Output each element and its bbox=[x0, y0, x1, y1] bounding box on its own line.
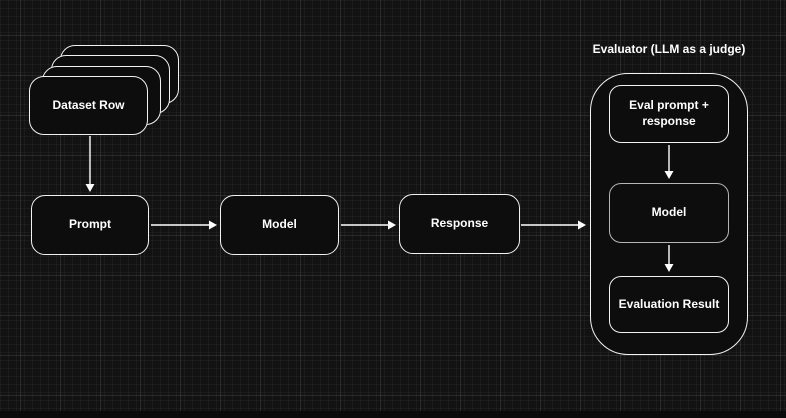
node-evaluator-model[interactable]: Model bbox=[609, 183, 729, 243]
node-evaluation-result-label: Evaluation Result bbox=[618, 296, 720, 311]
node-dataset-row-stack[interactable]: Dataset Row bbox=[29, 45, 180, 136]
node-prompt[interactable]: Prompt bbox=[31, 195, 149, 255]
node-dataset-row[interactable]: Dataset Row bbox=[29, 76, 148, 135]
canvas-bottom-edge bbox=[0, 411, 786, 418]
node-response-label: Response bbox=[430, 216, 489, 231]
node-model[interactable]: Model bbox=[220, 195, 339, 255]
node-prompt-label: Prompt bbox=[69, 217, 111, 232]
node-evaluator-model-label: Model bbox=[651, 205, 687, 220]
node-eval-prompt-response[interactable]: Eval prompt + response bbox=[609, 85, 729, 143]
node-response[interactable]: Response bbox=[399, 194, 520, 254]
node-evaluation-result[interactable]: Evaluation Result bbox=[609, 276, 729, 333]
node-model-label: Model bbox=[262, 217, 297, 232]
evaluator-group-label[interactable]: Evaluator (LLM as a judge) bbox=[592, 42, 746, 56]
node-eval-prompt-response-label: Eval prompt + response bbox=[629, 98, 709, 128]
node-dataset-row-label: Dataset Row bbox=[52, 97, 125, 112]
